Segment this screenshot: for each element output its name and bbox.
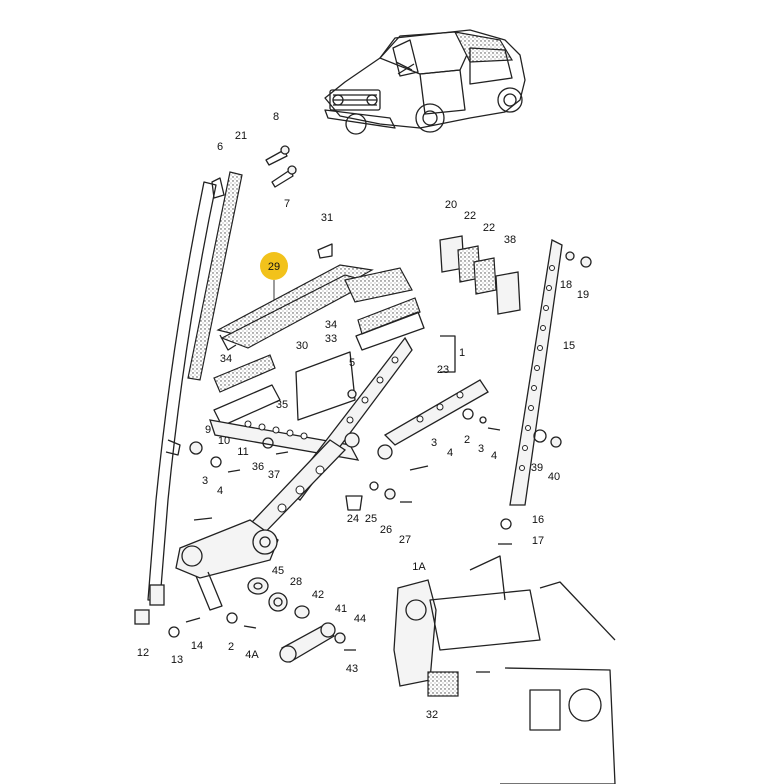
callout-c4a[interactable]: 4 <box>217 485 223 497</box>
callout-c26[interactable]: 26 <box>380 524 392 536</box>
fasteners <box>168 251 592 673</box>
callout-c3a[interactable]: 3 <box>202 475 208 487</box>
callout-c1[interactable]: 1 <box>459 347 465 359</box>
washer-42 <box>294 605 310 619</box>
callout-c12[interactable]: 12 <box>137 647 149 659</box>
callout-c1A[interactable]: 1A <box>412 561 426 573</box>
callout-c13[interactable]: 13 <box>171 654 183 666</box>
callout-c24[interactable]: 24 <box>347 513 359 525</box>
callout-c22a[interactable]: 22 <box>464 210 476 222</box>
callout-c42[interactable]: 42 <box>312 589 324 601</box>
callout-c8[interactable]: 8 <box>273 111 279 123</box>
callout-layer: 2921687313034343353512391011363734234342… <box>137 111 589 721</box>
callout-c3b[interactable]: 3 <box>478 443 484 455</box>
callout-c30[interactable]: 30 <box>296 340 308 352</box>
callout-c33[interactable]: 33 <box>325 333 337 345</box>
callout-c2a[interactable]: 2 <box>464 434 470 446</box>
callout-c34b[interactable]: 34 <box>325 319 337 331</box>
callout-c19[interactable]: 19 <box>577 289 589 301</box>
callout-c41[interactable]: 41 <box>335 603 347 615</box>
bushing-45 <box>247 577 269 595</box>
callout-c44[interactable]: 44 <box>354 613 366 625</box>
callout-c25[interactable]: 25 <box>365 513 377 525</box>
crank-link <box>279 622 336 663</box>
callout-c16[interactable]: 16 <box>532 514 544 526</box>
callout-c20[interactable]: 20 <box>445 199 457 211</box>
callout-c2b[interactable]: 2 <box>228 641 234 653</box>
callout-c40[interactable]: 40 <box>548 471 560 483</box>
callout-c11[interactable]: 11 <box>237 446 248 458</box>
callout-c21[interactable]: 21 <box>235 130 247 142</box>
callout-c23[interactable]: 23 <box>437 364 449 376</box>
callout-c29[interactable]: 29 <box>268 261 280 273</box>
callout-c6[interactable]: 6 <box>217 141 223 153</box>
highlight-marker <box>260 252 288 280</box>
window-motor <box>393 555 541 697</box>
callout-c4A[interactable]: 4A <box>245 649 259 661</box>
callout-c18[interactable]: 18 <box>560 279 572 291</box>
callout-c15[interactable]: 15 <box>563 340 575 352</box>
bushing-28 <box>268 592 288 612</box>
window-seal-strip <box>216 243 413 351</box>
right-guide-rail <box>509 239 563 506</box>
callout-c10[interactable]: 10 <box>218 435 230 447</box>
door-panel <box>500 581 616 784</box>
callout-c22b[interactable]: 22 <box>483 222 495 234</box>
callout-c35[interactable]: 35 <box>276 399 288 411</box>
callout-c28[interactable]: 28 <box>290 576 302 588</box>
regulator-gear <box>175 519 279 611</box>
screw-8 <box>265 145 290 166</box>
callout-c31[interactable]: 31 <box>321 212 333 224</box>
callout-c9[interactable]: 9 <box>205 424 211 436</box>
lift-channel <box>213 297 425 427</box>
callout-c17[interactable]: 17 <box>532 535 544 547</box>
car-illustration <box>324 29 526 135</box>
callout-c34a[interactable]: 34 <box>220 353 232 365</box>
callout-c38[interactable]: 38 <box>504 234 516 246</box>
slider-blocks <box>439 235 521 315</box>
regulator-arms <box>209 335 489 549</box>
callout-c7[interactable]: 7 <box>284 198 290 210</box>
window-guide-rail <box>134 171 243 625</box>
callout-c45[interactable]: 45 <box>272 565 284 577</box>
callout-c36[interactable]: 36 <box>252 461 264 473</box>
callout-c27[interactable]: 27 <box>399 534 411 546</box>
callout-c4c[interactable]: 4 <box>447 447 453 459</box>
callout-c39[interactable]: 39 <box>531 462 543 474</box>
callout-c3c[interactable]: 3 <box>431 437 437 449</box>
callout-c14[interactable]: 14 <box>191 640 203 652</box>
callout-c43[interactable]: 43 <box>346 663 358 675</box>
callout-c32[interactable]: 32 <box>426 709 438 721</box>
callout-c5[interactable]: 5 <box>349 357 355 369</box>
callout-c37[interactable]: 37 <box>268 469 280 481</box>
callout-c4b[interactable]: 4 <box>491 450 497 462</box>
screw-7 <box>271 165 297 188</box>
